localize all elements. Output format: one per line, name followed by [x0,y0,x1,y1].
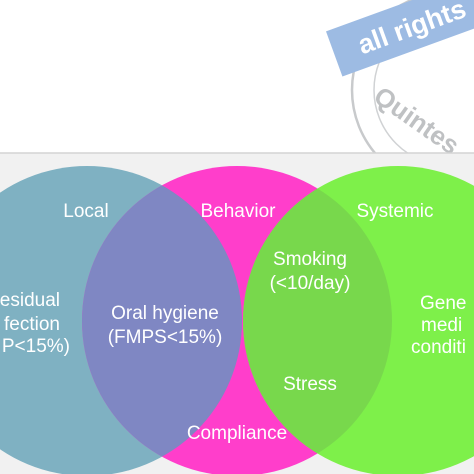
oral-hygiene-label: Oral hygiene [111,303,219,324]
local-title: Local [63,201,108,222]
systemic-body-line-3: conditi [411,337,466,358]
systemic-body-line-2: medi [421,315,462,336]
fmps-label: (FMPS<15%) [108,327,223,348]
stamp-ring-text: Quintes [369,80,465,160]
overlap-local-behavior [82,166,242,474]
stress-label: Stress [283,374,337,395]
behavior-title: Behavior [201,201,277,222]
local-body-line-1: esidual [0,290,60,311]
compliance-label: Compliance [187,423,287,444]
systemic-title: Systemic [356,201,433,222]
overlap-behavior-systemic [243,166,392,474]
stamp-banner [326,0,474,77]
smoking-amount-label: (<10/day) [270,273,351,294]
smoking-label: Smoking [273,249,347,270]
systemic-body-line-1: Gene [420,293,466,314]
local-body-line-3: P<15%) [2,336,70,357]
local-body-line-2: fection [4,314,60,335]
